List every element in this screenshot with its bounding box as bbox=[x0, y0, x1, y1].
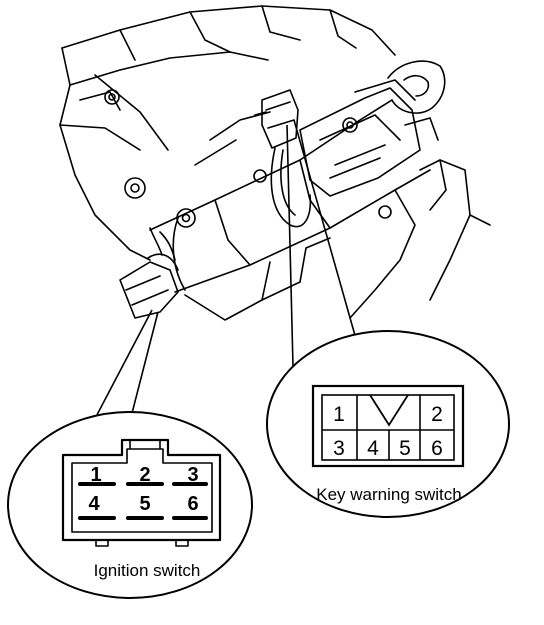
key-warning-pin-1: 1 bbox=[333, 403, 345, 426]
ignition-pin-1: 1 bbox=[90, 464, 101, 486]
ignition-terminals bbox=[78, 482, 208, 520]
ignition-switch-callout: 1 2 3 4 5 6 Ignition switch bbox=[7, 411, 253, 599]
steering-column-illustration bbox=[59, 5, 491, 321]
key-warning-connector-face bbox=[311, 384, 465, 468]
ignition-pin-2: 2 bbox=[139, 464, 150, 486]
ignition-leader-left bbox=[87, 309, 153, 433]
ignition-pin-3: 3 bbox=[187, 464, 198, 486]
key-warning-switch-callout: 1 2 3 4 5 6 Key warning switch bbox=[266, 330, 510, 518]
ignition-leader-right bbox=[129, 311, 159, 422]
leader-lines bbox=[87, 119, 359, 433]
key-warning-leader-left bbox=[286, 124, 294, 367]
ignition-callout-circle bbox=[7, 411, 253, 599]
ignition-pin-6: 6 bbox=[187, 493, 198, 515]
key-warning-pin-5: 5 bbox=[399, 437, 411, 460]
key-warning-pin-2: 2 bbox=[431, 403, 443, 426]
key-warning-switch-caption: Key warning switch bbox=[316, 485, 462, 504]
key-warning-pin-4: 4 bbox=[367, 437, 379, 460]
ignition-pin-4: 4 bbox=[88, 493, 100, 515]
key-warning-leader-right bbox=[293, 119, 359, 347]
ignition-switch-caption: Ignition switch bbox=[94, 561, 201, 580]
ignition-connector-face bbox=[61, 438, 222, 547]
key-warning-pin-3: 3 bbox=[333, 437, 345, 460]
key-warning-pin-6: 6 bbox=[431, 437, 443, 460]
ignition-pin-5: 5 bbox=[139, 493, 150, 515]
